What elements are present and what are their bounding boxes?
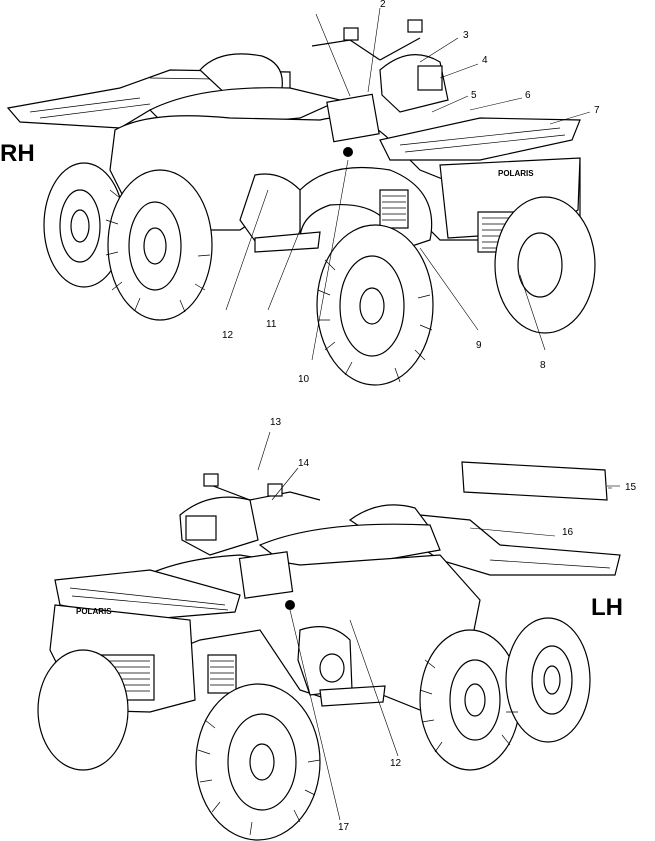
callout-17: 17: [338, 822, 350, 833]
callout-4: 4: [482, 55, 488, 66]
callout-9: 9: [476, 340, 482, 351]
callout-7: 7: [594, 105, 600, 116]
callout-numbers-right: 2 3 4 5 6 7 8 9 10 11 12: [222, 0, 600, 385]
callout-10: 10: [298, 374, 310, 385]
callout-2: 2: [380, 0, 386, 10]
callout-12-left: 12: [390, 758, 402, 769]
left-hand-view-label: LH: [591, 594, 623, 621]
callout-6: 6: [525, 90, 531, 101]
callout-16: 16: [562, 527, 574, 538]
callout-3: 3: [463, 30, 469, 41]
polaris-decal-left: POLARIS: [76, 607, 112, 616]
callout-5: 5: [471, 90, 477, 101]
callout-14: 14: [298, 458, 310, 469]
polaris-decal-right: POLARIS: [498, 169, 534, 178]
atv-right-side-view: POLARIS: [6, 19, 596, 386]
callout-13: 13: [270, 417, 282, 428]
right-hand-view-label: RH: [0, 140, 35, 167]
callout-numbers-left: 13 14 15 16 12 17: [270, 417, 637, 833]
callout-12-right: 12: [222, 330, 234, 341]
callout-15: 15: [625, 482, 637, 493]
callout-leaders-right: [225, 7, 591, 361]
callout-leaders-left: [257, 431, 620, 821]
callout-8: 8: [540, 360, 546, 371]
atv-left-side-view: POLARIS: [37, 461, 621, 841]
callout-11: 11: [266, 319, 277, 330]
